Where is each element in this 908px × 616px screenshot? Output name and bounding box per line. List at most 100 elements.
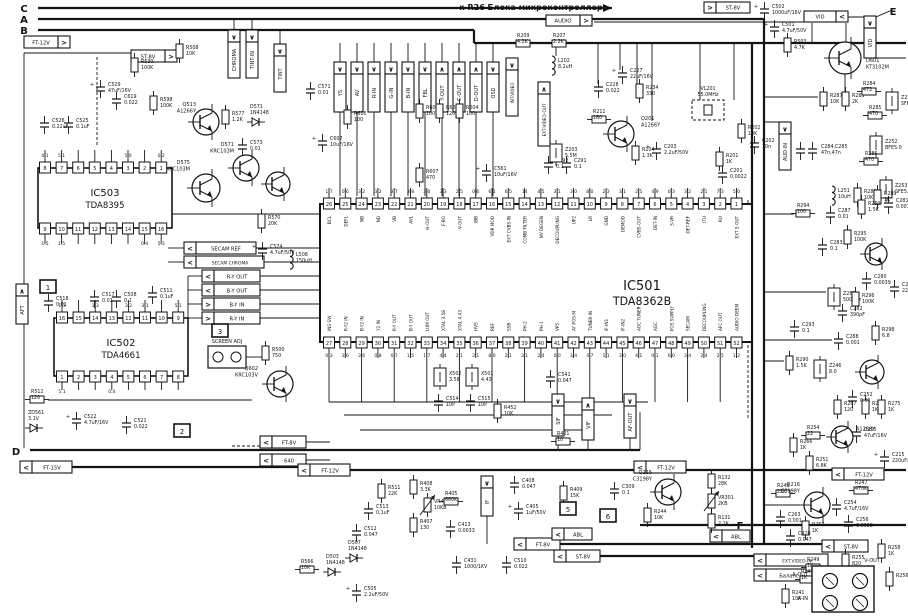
pin-name: UP2 bbox=[572, 216, 577, 225]
pin-voltage: 0.3 bbox=[325, 353, 332, 359]
part-value: 10uF/16V bbox=[494, 172, 518, 178]
part-ref: R248 bbox=[777, 483, 790, 489]
flag-arrow-icon: ∨ bbox=[231, 34, 237, 42]
collector bbox=[810, 495, 824, 503]
flag-label: AF-OUT bbox=[628, 412, 634, 432]
part-ref: L251 bbox=[838, 188, 850, 194]
part-ref: ZD561 bbox=[28, 410, 44, 416]
pin-voltage: 3.0 bbox=[423, 189, 430, 195]
part-value: 0.022 bbox=[606, 88, 620, 94]
part-ref: R131 bbox=[718, 515, 731, 521]
flag-label: FT-12V bbox=[855, 473, 873, 479]
res-body bbox=[591, 115, 607, 124]
flag-label: R-Y IN bbox=[230, 317, 245, 323]
part-value: 0.0068 bbox=[856, 523, 873, 529]
part-ref: R511 bbox=[388, 485, 401, 491]
part-ref: R616 bbox=[354, 111, 367, 117]
part-ref: R604 bbox=[466, 105, 479, 111]
part-ref: Z246 bbox=[829, 363, 841, 369]
pin-box bbox=[616, 336, 629, 349]
flag-label-box bbox=[273, 55, 287, 93]
pin-number: 30 bbox=[375, 341, 381, 347]
flag-label-box bbox=[195, 241, 257, 255]
part-value: 0.1 bbox=[802, 328, 810, 334]
pin-name: NB bbox=[360, 216, 365, 222]
pin-voltage: 0.3 bbox=[668, 189, 675, 195]
flag-label-box bbox=[227, 41, 241, 79]
flag-label: VIF bbox=[586, 421, 592, 429]
pin-number: 46 bbox=[636, 341, 642, 347]
pin-number: 11 bbox=[75, 227, 81, 233]
pin-voltage: 1.2 bbox=[733, 353, 740, 359]
part-value: 100 bbox=[426, 111, 435, 117]
pin-voltage: 3.0 bbox=[619, 353, 626, 359]
pin-box bbox=[632, 336, 645, 349]
flag-af-out: ∨AF-OUT bbox=[623, 393, 637, 439]
pin-box bbox=[714, 336, 727, 349]
flag-label-box bbox=[23, 35, 59, 49]
res-body bbox=[435, 103, 444, 119]
pin-box bbox=[88, 161, 101, 174]
part-ref: C309 bbox=[622, 484, 635, 490]
pin-name: ND bbox=[376, 216, 381, 222]
res-body bbox=[873, 189, 882, 205]
pin-box bbox=[339, 336, 352, 349]
pin-number: 6 bbox=[653, 202, 656, 208]
collector bbox=[835, 427, 849, 435]
part-value: 4.7uF/50V bbox=[782, 28, 807, 34]
pin-name: DET-REF bbox=[686, 215, 691, 233]
res-body bbox=[643, 507, 652, 523]
plus-icon: + bbox=[312, 136, 316, 142]
ref-box bbox=[173, 423, 191, 438]
pin-voltage: 0.1 bbox=[651, 353, 658, 359]
part-value: 120 bbox=[31, 395, 40, 401]
part-ref: R298 bbox=[882, 327, 895, 333]
part-ref: C502 bbox=[772, 4, 785, 10]
part-ref: R241 bbox=[792, 590, 805, 596]
part-value: 2KB bbox=[718, 501, 728, 507]
pin-box bbox=[420, 336, 433, 349]
part-value: SFE5.5 bbox=[901, 101, 908, 107]
pin-number: 5 bbox=[670, 202, 673, 208]
flag-st-8v: >ST-8V bbox=[130, 49, 178, 63]
pin-voltage: 0.7 bbox=[391, 353, 398, 359]
pin-number: 13 bbox=[538, 202, 544, 208]
flag-arrow-icon: ∨ bbox=[782, 126, 788, 134]
part-ref: Z251 bbox=[901, 95, 908, 101]
part-value: 220uF/16V bbox=[892, 458, 908, 464]
wiper-arrow bbox=[715, 491, 719, 496]
part-ref: R247 bbox=[855, 480, 868, 486]
pin-voltage: 4.9 bbox=[651, 189, 658, 195]
transistor-part: KRC103M bbox=[210, 149, 234, 155]
flag-arrow-icon: ∨ bbox=[371, 66, 377, 74]
flag-c-out: ∧C-OUT bbox=[452, 61, 466, 113]
flag-label: C-OUT bbox=[457, 84, 463, 101]
flag-chroma: ∨CHROMA bbox=[227, 29, 241, 79]
plus-icon: + bbox=[508, 504, 512, 510]
part-ref: C607 bbox=[330, 136, 343, 142]
pin-number: 10 bbox=[587, 202, 593, 208]
diode-triangle bbox=[29, 423, 39, 433]
part-value: 4.7uF/16V bbox=[84, 420, 109, 426]
part-ref: R503 bbox=[794, 39, 807, 45]
flag-label-box bbox=[563, 527, 593, 541]
res-body bbox=[261, 345, 270, 361]
part-value: 0.1uF bbox=[76, 124, 90, 130]
flag-label-box bbox=[245, 41, 259, 79]
flag-label: AUDIO bbox=[555, 19, 572, 25]
pin-box bbox=[139, 311, 151, 324]
